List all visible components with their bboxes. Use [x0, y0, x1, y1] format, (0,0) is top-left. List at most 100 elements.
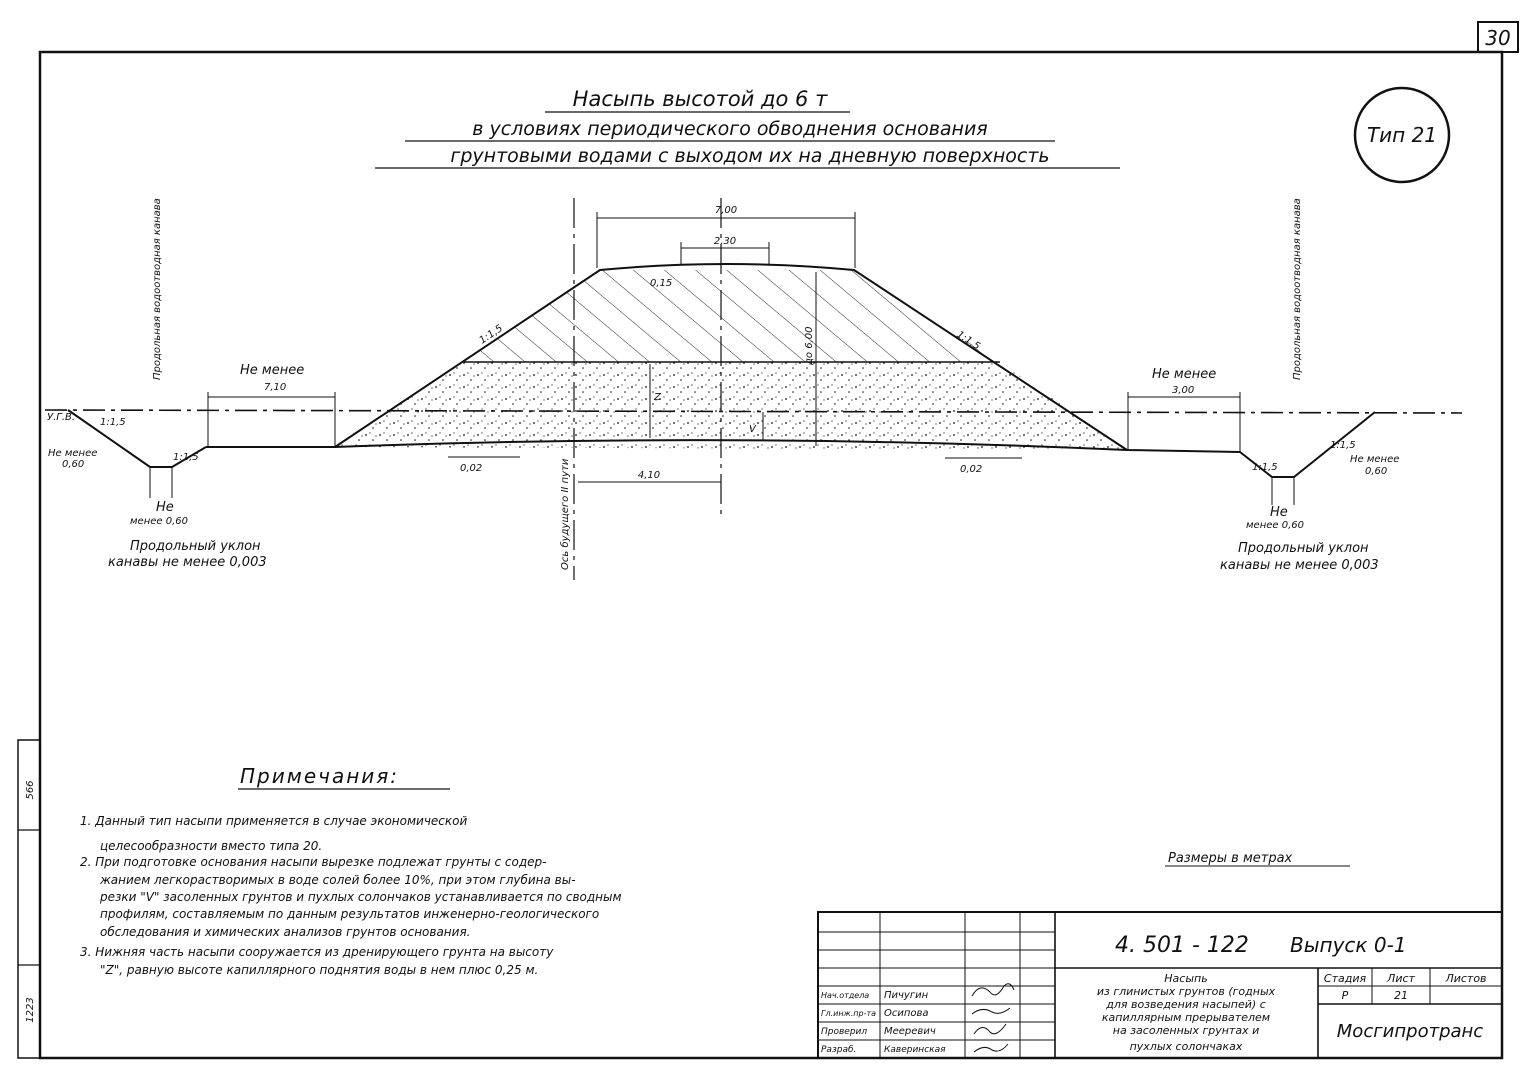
- dim-height: до 6,00: [804, 272, 817, 446]
- svg-text:7,00: 7,00: [715, 205, 737, 216]
- sheet-header: Лист: [1386, 972, 1415, 985]
- note-line-9: "Z", равную высоте капиллярного поднятия…: [100, 963, 538, 977]
- doc-issue: Выпуск 0-1: [1290, 933, 1407, 957]
- right-ditch-label: Продольная водоотводная канава: [1292, 198, 1303, 380]
- cross-slope-right: 0,02: [945, 457, 1022, 475]
- doc-desc-3: для возведения насыпей) с: [1105, 998, 1266, 1011]
- note-line-2: целесообразности вместо типа 20.: [100, 839, 322, 853]
- svg-text:Не менее: Не менее: [1152, 367, 1216, 382]
- left-slope-inner: 1:1,5: [173, 452, 199, 463]
- name-1: Пичугин: [884, 990, 929, 1001]
- note-line-3: 2. При подготовке основания насыпи вырез…: [80, 855, 546, 869]
- svg-text:Не менее: Не менее: [48, 448, 97, 459]
- svg-text:0,60: 0,60: [1365, 466, 1387, 477]
- note-line-4: жанием легкорастворимых в воде солей бол…: [99, 873, 576, 887]
- right-slope-outer: 1:1,5: [1330, 440, 1356, 451]
- groundwater-line: [44, 409, 1463, 414]
- left-depth-dim: Не менее 0,60: [48, 448, 97, 470]
- note-line-6: профилям, составляемым по данным результ…: [100, 907, 599, 921]
- sheet-number-box: [1477, 21, 1519, 53]
- type-label: Тип 21: [1367, 123, 1437, 147]
- svg-text:4,10: 4,10: [638, 470, 660, 481]
- left-berm-dim: Не менее 7,10: [207, 363, 336, 447]
- name-4: Каверинская: [884, 1045, 946, 1055]
- note-line-5: резки "V" засоленных грунтов и пухлых со…: [99, 890, 622, 904]
- note-line-8: 3. Нижняя часть насыпи сооружается из др…: [80, 945, 554, 959]
- side-stamp: 566 1223: [17, 739, 41, 1059]
- svg-text:3,00: 3,00: [1172, 385, 1194, 396]
- groundwater-mark: У.Г.В.: [47, 412, 75, 423]
- stage-header: Стадия: [1324, 972, 1367, 985]
- role-3: Проверил: [821, 1027, 867, 1037]
- doc-desc-6: пухлых солончаках: [1130, 1040, 1243, 1053]
- svg-text:Не менее: Не менее: [240, 363, 304, 378]
- role-2: Гл.инж.пр-та: [821, 1009, 876, 1018]
- embankment-clay-zone: [464, 270, 1000, 362]
- doc-code: 4. 501 - 122: [1115, 933, 1249, 958]
- dim-crown: 0,15: [650, 278, 672, 289]
- role-1: Нач.отдела: [821, 991, 869, 1000]
- svg-text:0,02: 0,02: [960, 464, 982, 475]
- dim-offset: 4,10: [578, 470, 721, 483]
- side-stamp-top: 566: [25, 780, 36, 799]
- svg-text:Не: Не: [156, 500, 174, 515]
- right-bottom-dim: Не менее 0,60: [1246, 478, 1304, 531]
- doc-desc-1: Насыпь: [1164, 972, 1207, 985]
- sheet-value: 21: [1394, 989, 1408, 1002]
- left-ditch-label: Продольная водоотводная канава: [152, 198, 163, 380]
- ground-line: [206, 439, 1241, 453]
- sheet-frame: [38, 50, 1504, 1060]
- dim-inner-width: 2,30: [680, 236, 770, 264]
- signatures: [971, 983, 1015, 1053]
- svg-text:Z: Z: [653, 392, 662, 403]
- right-grade-line1: Продольный уклон: [1238, 541, 1369, 556]
- right-depth-dim: Не менее 0,60: [1350, 454, 1399, 477]
- notes-title: Примечания:: [240, 764, 399, 788]
- future-track-axis-label: Ось будущего II пути: [559, 458, 571, 570]
- sheet-number: 30: [1485, 26, 1510, 50]
- cross-slope-left: 0,02: [448, 456, 520, 474]
- svg-text:Не менее: Не менее: [1350, 454, 1399, 465]
- svg-text:2,30: 2,30: [714, 236, 736, 247]
- svg-text:0,02: 0,02: [460, 463, 482, 474]
- side-stamp-bottom: 1223: [25, 997, 36, 1022]
- left-bottom-dim: Не менее 0,60: [130, 468, 188, 527]
- name-3: Мееревич: [884, 1026, 936, 1037]
- dim-top-width: 7,00: [596, 205, 856, 268]
- embankment-outline: [334, 263, 1128, 451]
- svg-text:менее 0,60: менее 0,60: [1246, 520, 1304, 531]
- svg-text:менее 0,60: менее 0,60: [130, 516, 188, 527]
- left-slope-outer: 1:1,5: [100, 417, 126, 428]
- embankment-draining-zone: [335, 362, 1127, 450]
- type-circle: [1353, 86, 1451, 184]
- left-grade-line1: Продольный уклон: [130, 539, 261, 554]
- doc-desc-4: капиллярным прерывателем: [1102, 1011, 1270, 1024]
- title-block: [817, 911, 1503, 1059]
- dim-z: Z: [649, 364, 662, 438]
- title-line-3: грунтовыми водами с выходом их на дневну…: [450, 145, 1049, 167]
- svg-text:7,10: 7,10: [264, 382, 286, 393]
- right-berm-dim: Не менее 3,00: [1127, 367, 1241, 452]
- dim-v: V: [749, 412, 764, 440]
- name-2: Осипова: [884, 1008, 929, 1019]
- right-slope-inner: 1:1,5: [1252, 462, 1278, 473]
- stage-value: Р: [1342, 989, 1349, 1002]
- svg-text:Не: Не: [1270, 505, 1288, 520]
- role-4: Разраб.: [821, 1045, 856, 1055]
- doc-desc-2: из глинистых грунтов (годных: [1097, 985, 1276, 998]
- left-ditch: [67, 409, 207, 468]
- right-grade-line2: канавы не менее 0,003: [1220, 558, 1379, 573]
- svg-text:0,60: 0,60: [62, 459, 84, 470]
- note-line-7: обследования и химических анализов грунт…: [100, 925, 470, 939]
- title-line-1: Насыпь высотой до 6 т: [573, 87, 828, 111]
- doc-desc-5: на засоленных грунтах и: [1113, 1024, 1259, 1037]
- svg-text:V: V: [749, 424, 757, 435]
- org-name: Мосгипротранс: [1337, 1021, 1484, 1042]
- sheets-header: Листов: [1444, 972, 1486, 985]
- left-grade-line2: канавы не менее 0,003: [108, 555, 267, 570]
- units-note: Размеры в метрах: [1168, 851, 1293, 866]
- right-ditch: [1239, 411, 1376, 478]
- title-line-2: в условиях периодического обводнения осн…: [472, 118, 988, 140]
- note-line-1: 1. Данный тип насыпи применяется в случа…: [80, 814, 467, 828]
